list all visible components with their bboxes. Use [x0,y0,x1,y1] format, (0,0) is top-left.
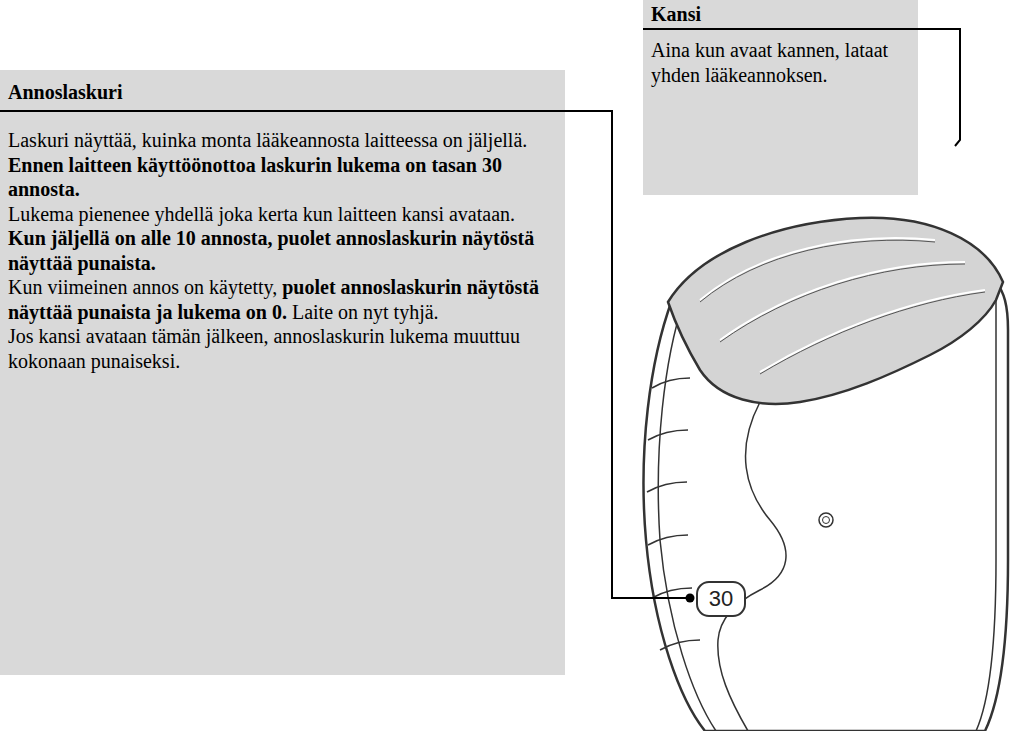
counter-number: 30 [697,586,745,612]
dose-counter-window [697,582,745,616]
grip-ridges [647,378,700,650]
callout-text: Laskuri näyttää, kuinka monta lääkeannos… [8,128,555,153]
leader-line [918,29,960,146]
callout-text: Kun jäljellä on alle 10 annosta, puolet … [8,226,555,275]
callout-text: Kun viimeinen annos on käytetty, [8,276,277,298]
device-button [819,513,833,527]
callout-text: Ennen laitteen käyttöönottoa laskurin lu… [8,153,555,202]
side-curve [718,402,786,731]
device-button [823,517,830,524]
callout-text: Laite on nyt tyhjä. [292,301,439,323]
cover-ridge [760,292,985,374]
callout-heading: Annoslaskuri [0,80,565,112]
callout-heading: Kansi [643,2,918,30]
callout-text: Jos kansi avataan tämän jälkeen, annosla… [8,324,555,373]
leader-dot [686,594,695,603]
callout-text: Aina kun avaat kannen, lataat yhden lääk… [651,38,908,87]
callout-text: Lukema pienenee yhdellä joka kerta kun l… [8,202,555,227]
device-cover [668,218,1003,404]
cover-ridge [700,240,935,302]
body-edge [976,300,996,731]
callout-box: KansiAina kun avaat kannen, lataat yhden… [643,0,918,195]
callout-body: Aina kun avaat kannen, lataat yhden lääk… [643,38,918,95]
cover-ridge [760,290,985,372]
callout-body: Laskuri näyttää, kuinka monta lääkeannos… [0,128,565,381]
callout-box: AnnoslaskuriLaskuri näyttää, kuinka mont… [0,70,565,675]
